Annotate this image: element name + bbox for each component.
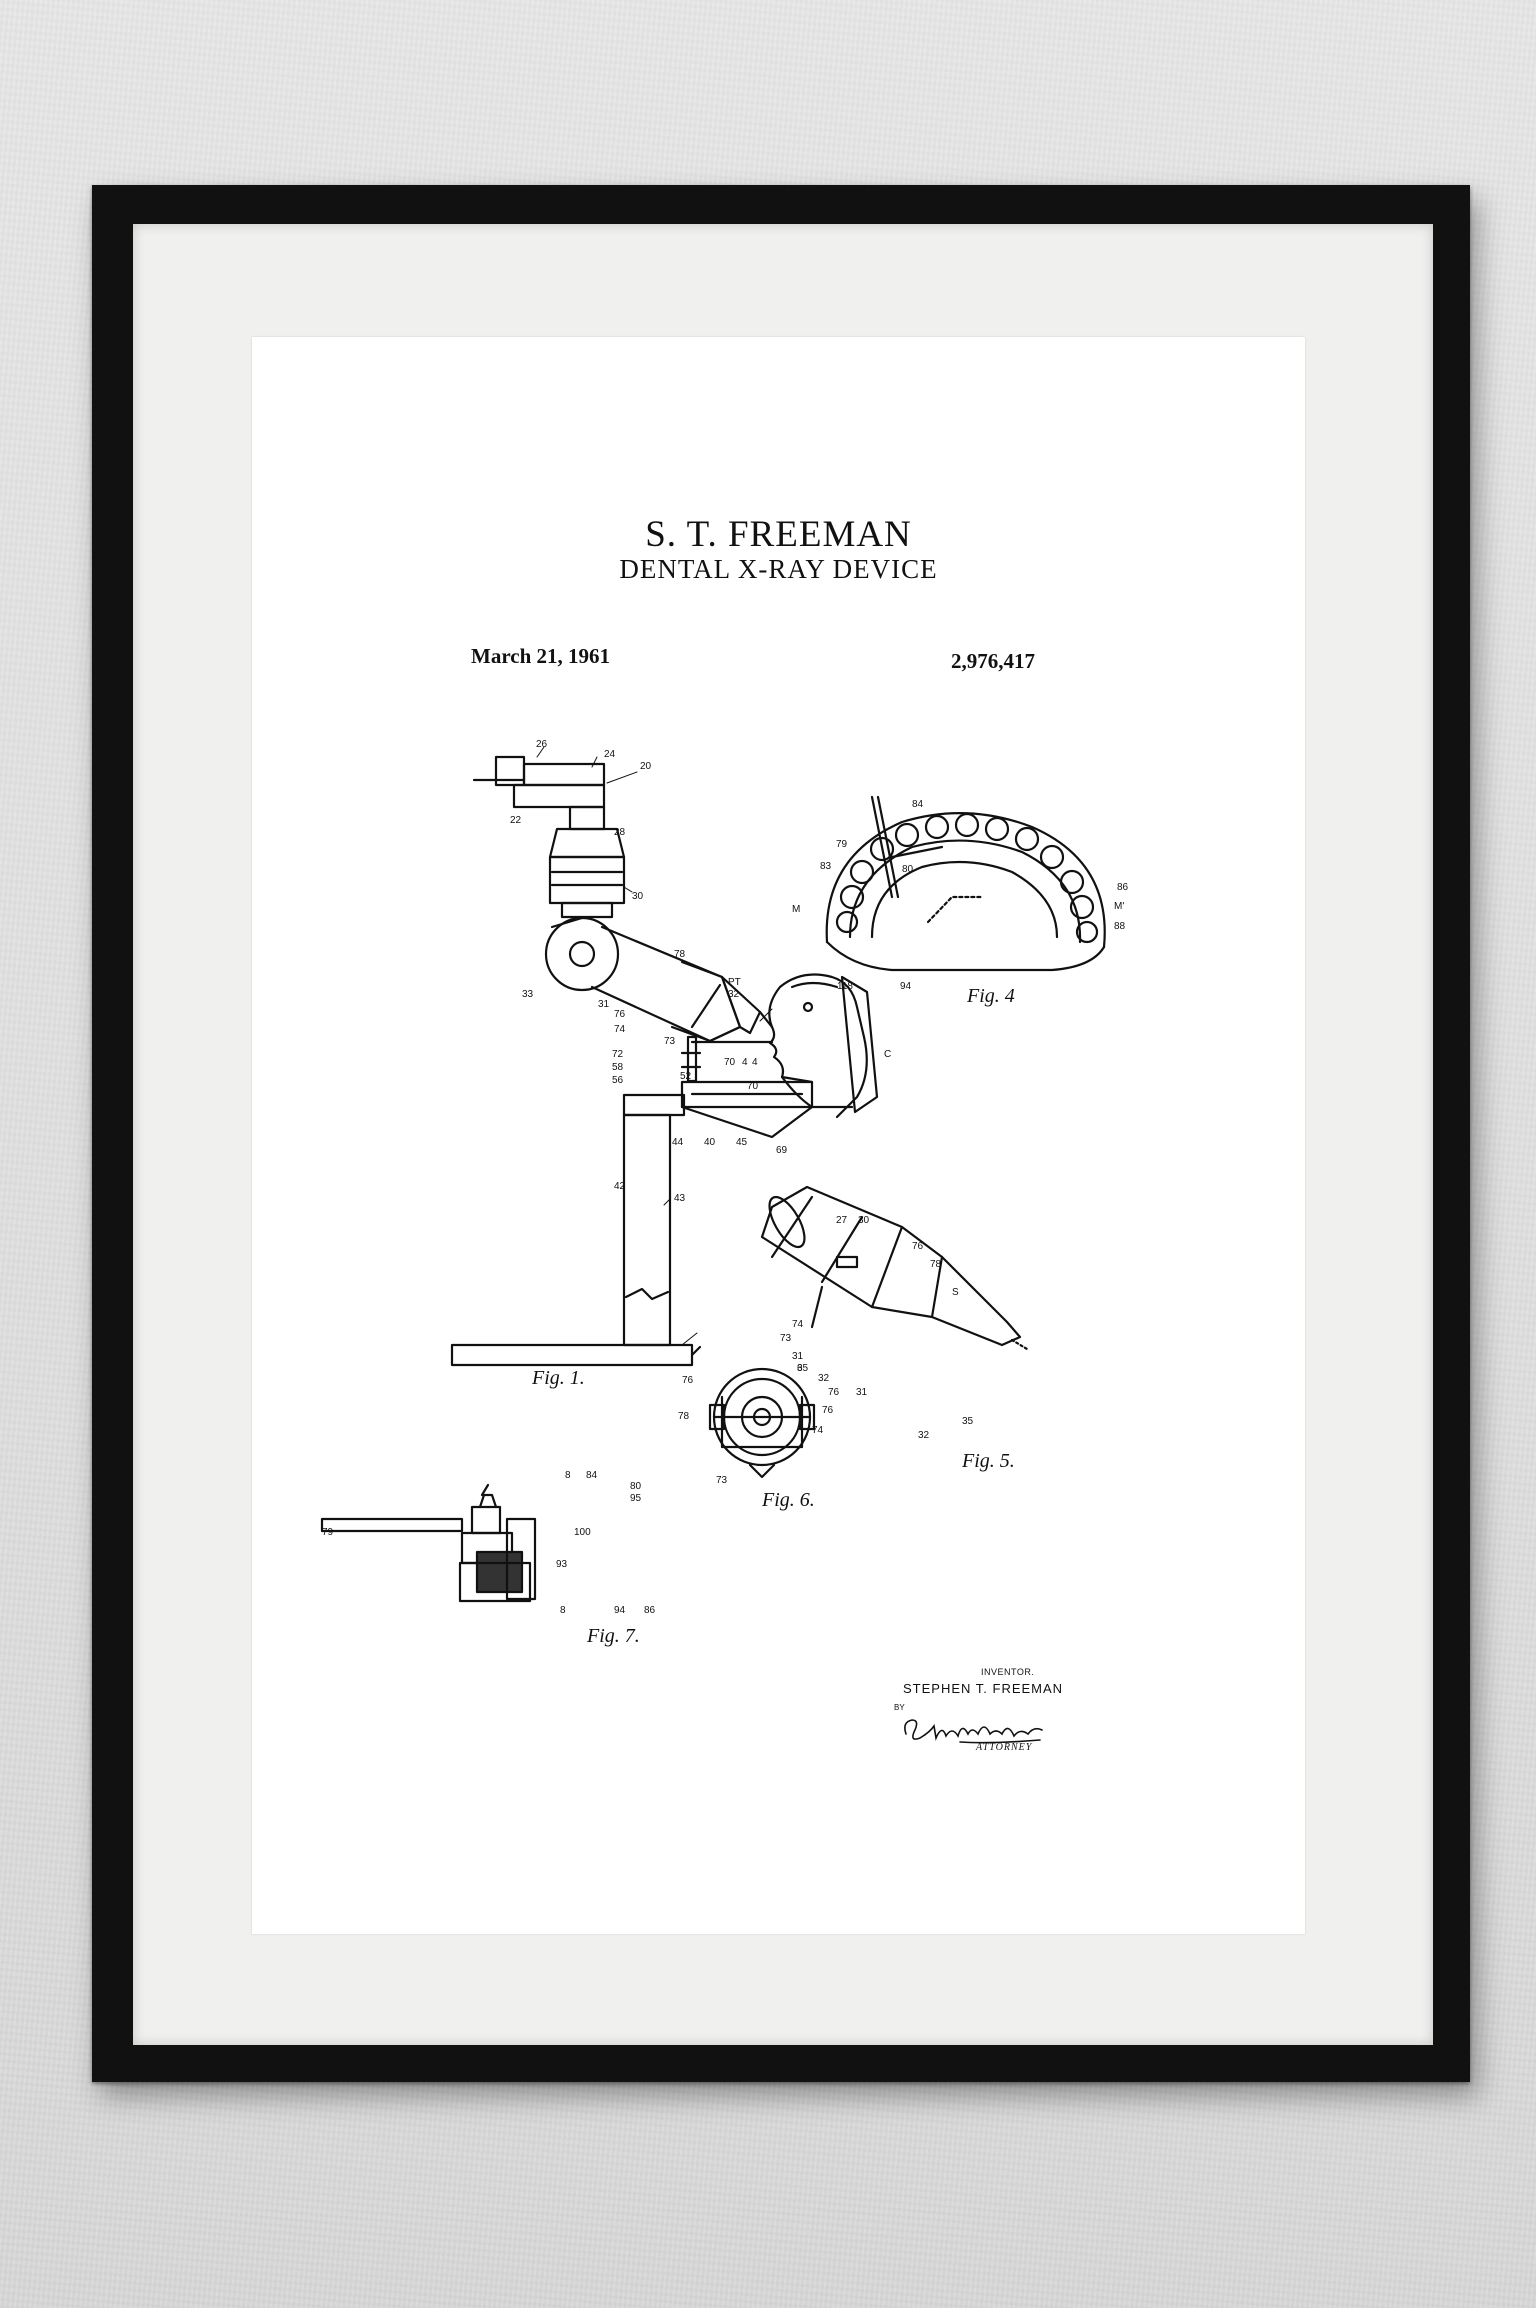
svg-text:70: 70 (724, 1057, 736, 1068)
svg-text:73: 73 (716, 1475, 728, 1486)
fig4-drawing (825, 795, 1106, 972)
svg-text:74: 74 (614, 1024, 626, 1035)
fig7-drawing (320, 1483, 537, 1603)
fig1-drawing (450, 755, 879, 1367)
svg-text:20: 20 (640, 761, 652, 772)
svg-text:M: M (792, 904, 800, 915)
inventor-name: STEPHEN T. FREEMAN (903, 1681, 1064, 1696)
svg-text:73: 73 (664, 1036, 676, 1047)
fig6-drawing (708, 1367, 816, 1479)
by-label: BY (894, 1703, 905, 1712)
svg-text:94: 94 (614, 1605, 626, 1616)
svg-text:4: 4 (742, 1057, 748, 1068)
svg-text:100: 100 (574, 1527, 591, 1538)
svg-text:79: 79 (836, 839, 848, 850)
svg-text:26: 26 (536, 739, 548, 750)
svg-text:PT: PT (728, 977, 741, 988)
svg-text:79: 79 (322, 1527, 334, 1538)
svg-text:118: 118 (837, 981, 853, 992)
svg-text:32: 32 (818, 1373, 830, 1384)
attorney-label: ATTORNEY (976, 1742, 1033, 1753)
svg-text:8: 8 (560, 1605, 566, 1616)
svg-text:88: 88 (1114, 921, 1126, 932)
svg-text:28: 28 (614, 827, 626, 838)
svg-text:76: 76 (614, 1009, 626, 1020)
reference-leaders (536, 746, 773, 1346)
svg-text:30: 30 (858, 1215, 870, 1226)
svg-text:78: 78 (678, 1411, 690, 1422)
svg-text:76: 76 (828, 1387, 840, 1398)
svg-text:33: 33 (522, 989, 534, 1000)
svg-text:73: 73 (780, 1333, 792, 1344)
svg-text:74: 74 (792, 1319, 804, 1330)
svg-text:69: 69 (776, 1145, 788, 1156)
patent-title: S. T. FREEMAN (645, 514, 912, 555)
svg-text:45: 45 (736, 1137, 748, 1148)
svg-text:74: 74 (812, 1425, 824, 1436)
svg-text:78: 78 (674, 949, 686, 960)
inventor-label: INVENTOR. (981, 1667, 1035, 1677)
fig5-label: Fig. 5. (962, 1450, 1015, 1472)
svg-text:70: 70 (747, 1081, 759, 1092)
svg-text:35: 35 (797, 1363, 809, 1374)
svg-text:76: 76 (912, 1241, 924, 1252)
patent-subtitle: DENTAL X-RAY DEVICE (619, 554, 938, 584)
svg-text:31: 31 (598, 999, 610, 1010)
patent-date: March 21, 1961 (471, 644, 611, 668)
svg-text:8: 8 (565, 1470, 571, 1481)
svg-text:93: 93 (556, 1559, 568, 1570)
svg-text:31: 31 (856, 1387, 868, 1398)
patent-number: 2,976,417 (951, 649, 1035, 673)
svg-text:84: 84 (586, 1470, 598, 1481)
attorney-signature (904, 1719, 1043, 1744)
fig4-label: Fig. 4 (967, 985, 1015, 1007)
svg-text:80: 80 (902, 864, 914, 875)
svg-text:6: 6 (797, 1363, 803, 1374)
svg-text:4: 4 (752, 1057, 758, 1068)
svg-text:80: 80 (630, 1481, 642, 1492)
fig1-label: Fig. 1. (532, 1367, 585, 1389)
svg-text:83: 83 (820, 861, 832, 872)
svg-text:52: 52 (680, 1071, 692, 1082)
svg-text:76: 76 (822, 1405, 834, 1416)
svg-text:58: 58 (612, 1062, 624, 1073)
svg-text:72: 72 (612, 1049, 624, 1060)
fig7-label: Fig. 7. (587, 1625, 640, 1647)
svg-text:32: 32 (918, 1430, 930, 1441)
svg-text:M': M' (1114, 901, 1124, 912)
fig6-label: Fig. 6. (762, 1489, 815, 1511)
svg-text:95: 95 (630, 1493, 642, 1504)
svg-text:94: 94 (900, 981, 912, 992)
svg-text:32: 32 (728, 989, 740, 1000)
svg-text:S: S (952, 1287, 959, 1298)
svg-text:43: 43 (674, 1193, 686, 1204)
svg-text:84: 84 (912, 799, 924, 810)
svg-text:35: 35 (962, 1416, 974, 1427)
svg-text:40: 40 (704, 1137, 716, 1148)
svg-text:44: 44 (672, 1137, 684, 1148)
svg-text:31: 31 (792, 1351, 804, 1362)
svg-text:27: 27 (836, 1215, 848, 1226)
svg-text:86: 86 (1117, 882, 1129, 893)
svg-text:76: 76 (682, 1375, 694, 1386)
svg-text:56: 56 (612, 1075, 624, 1086)
svg-text:86: 86 (644, 1605, 656, 1616)
fig5-drawing (760, 1185, 1029, 1351)
svg-text:24: 24 (604, 749, 616, 760)
svg-text:22: 22 (510, 815, 522, 826)
svg-text:30: 30 (632, 891, 644, 902)
svg-text:42: 42 (614, 1181, 626, 1192)
svg-text:C: C (884, 1049, 891, 1060)
svg-text:78: 78 (930, 1259, 942, 1270)
